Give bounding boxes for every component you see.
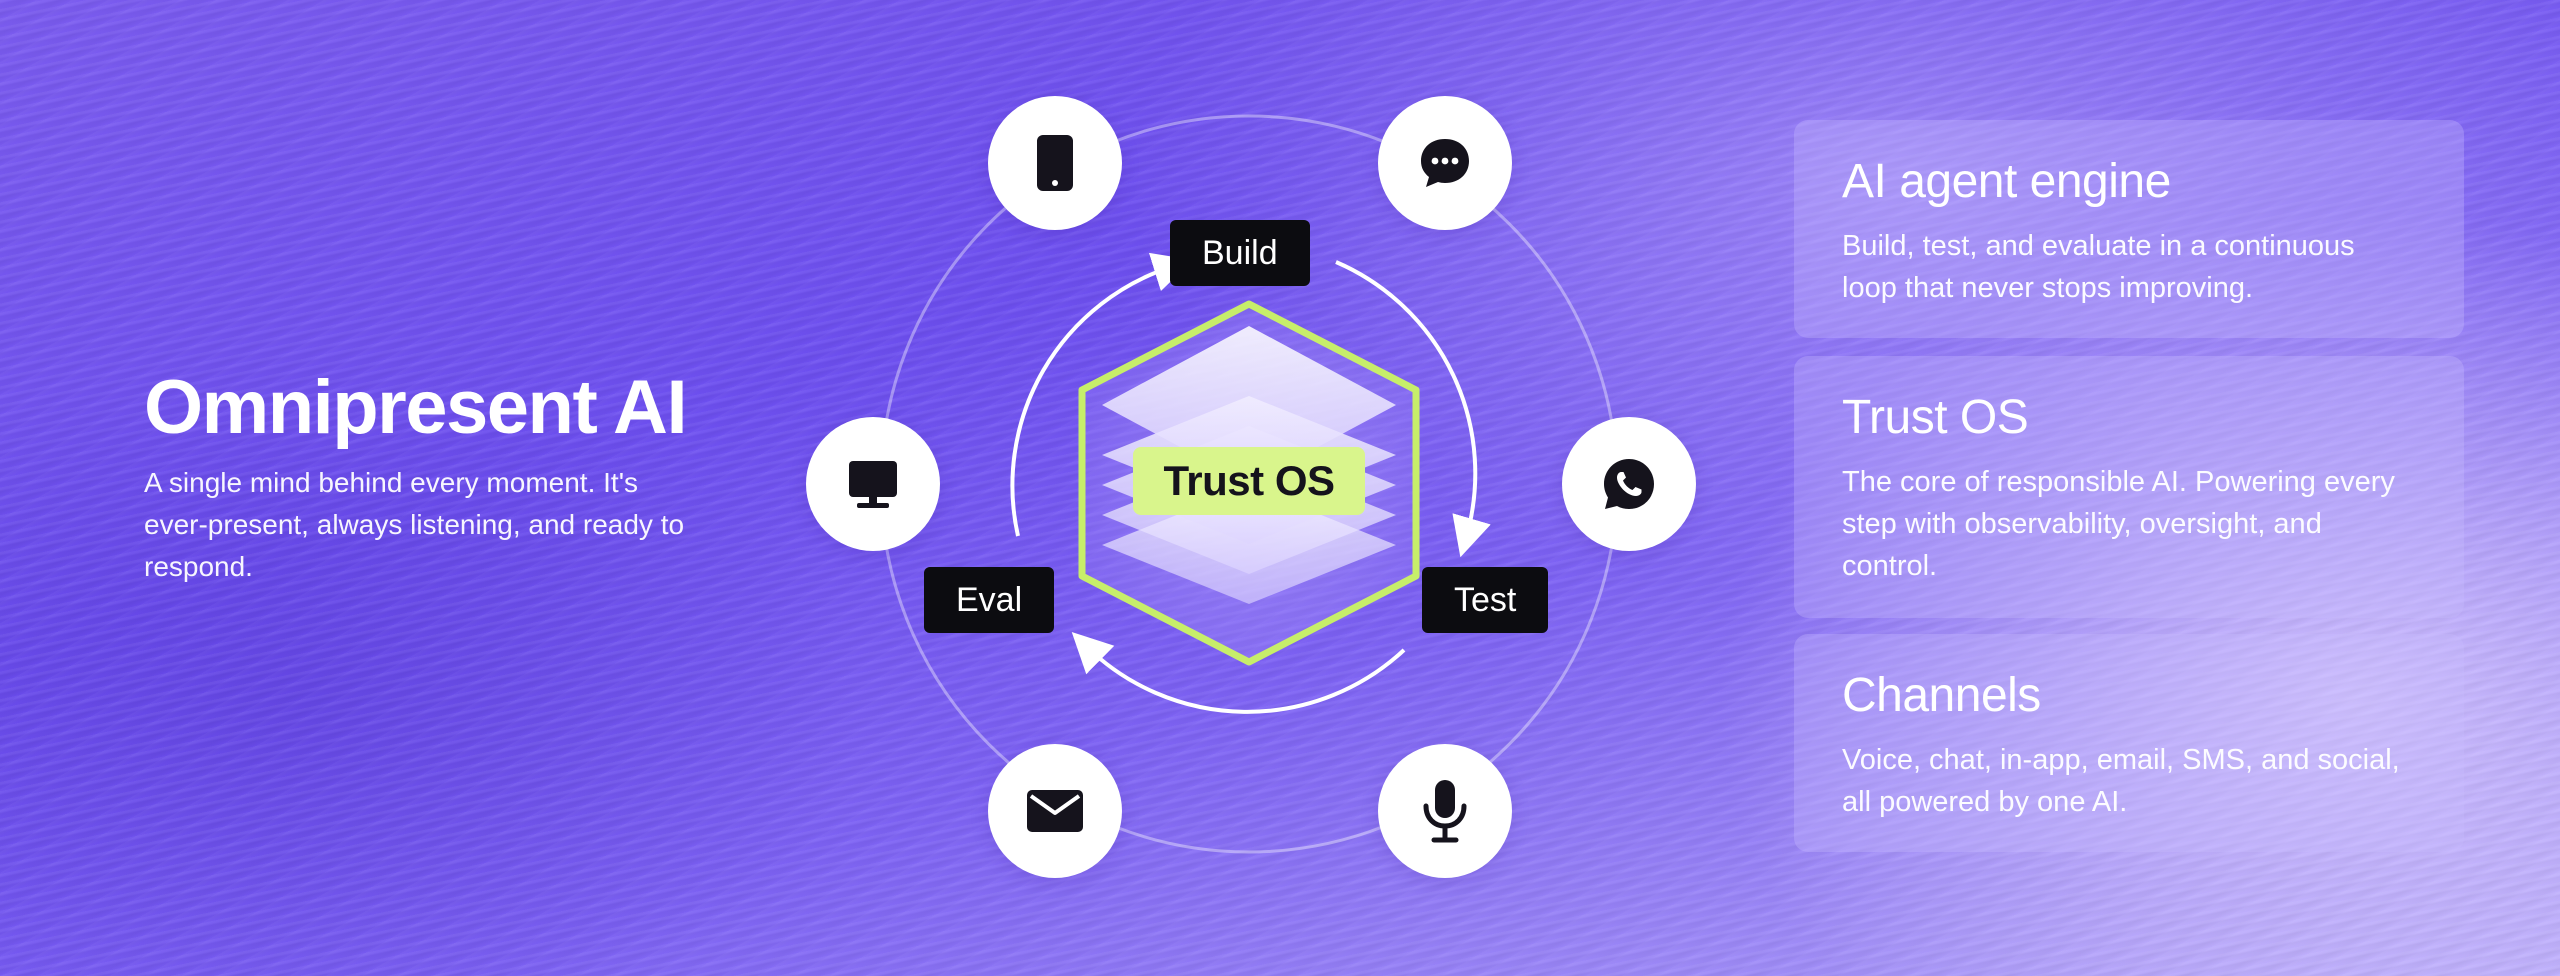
channel-whatsapp[interactable] xyxy=(1562,417,1696,551)
mobile-phone-icon xyxy=(1037,135,1073,191)
arrow-eval-to-build xyxy=(1010,252,1194,537)
whatsapp-icon xyxy=(1604,459,1654,509)
card-title: Trust OS xyxy=(1842,391,2029,444)
stage-build-label: Build xyxy=(1170,220,1310,286)
arrow-test-to-eval xyxy=(1071,632,1406,714)
stage-test-label: Test xyxy=(1422,567,1549,633)
chat-bubble-icon xyxy=(1421,139,1469,187)
channel-voice[interactable] xyxy=(1378,744,1512,878)
card-title: AI agent engine xyxy=(1842,155,2171,208)
channel-mobile[interactable] xyxy=(988,96,1122,230)
card-description: Voice, chat, in-app, email, SMS, and soc… xyxy=(1842,743,2400,818)
stage-eval-label: Eval xyxy=(924,567,1055,633)
hero-title: Omnipresent AI xyxy=(144,365,688,450)
arrow-build-to-test xyxy=(1335,260,1491,558)
card-trust-os: Trust OS The core of responsible AI. Pow… xyxy=(1794,356,2464,618)
card-channels: Channels Voice, chat, in-app, email, SMS… xyxy=(1794,634,2464,852)
card-ai-agent-engine: AI agent engine Build, test, and evaluat… xyxy=(1794,120,2464,338)
microphone-icon xyxy=(1423,780,1467,843)
core-label: Trust OS xyxy=(1133,447,1365,515)
hero-description: A single mind behind every moment. It's … xyxy=(144,466,685,582)
channel-email[interactable] xyxy=(988,744,1122,878)
channel-chat[interactable] xyxy=(1378,96,1512,230)
card-title: Channels xyxy=(1842,669,2041,722)
hero-section: Omnipresent AI A single mind behind ever… xyxy=(144,368,784,588)
card-description: The core of responsible AI. Powering eve… xyxy=(1842,465,2395,582)
channel-desktop[interactable] xyxy=(806,417,940,551)
card-description: Build, test, and evaluate in a continuou… xyxy=(1842,229,2355,304)
envelope-icon xyxy=(1027,790,1083,832)
trust-os-diagram: Build Test Eval Trust OS xyxy=(796,90,1896,890)
monitor-icon xyxy=(849,461,897,508)
